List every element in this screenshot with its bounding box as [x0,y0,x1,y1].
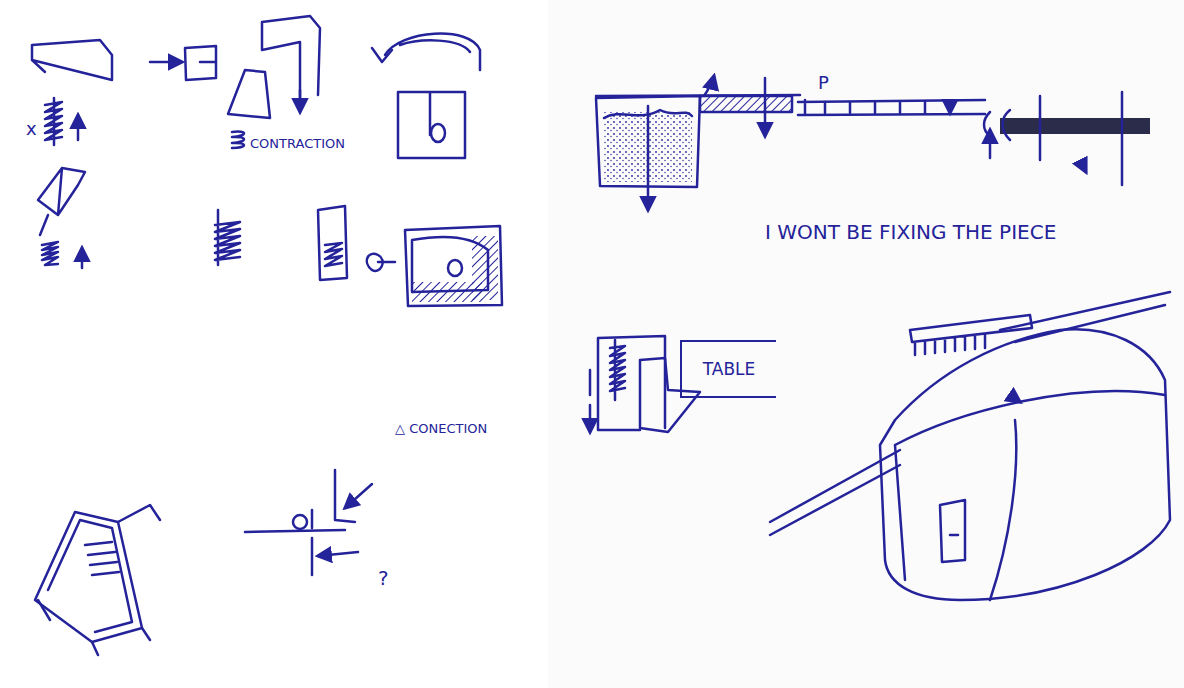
device-edges [895,391,1165,600]
support-arrow [989,130,992,158]
pin-symbol [431,124,445,142]
double-arrow [589,370,592,432]
hook-piece [262,16,320,105]
spring-rod [215,210,240,265]
small-spring [232,132,244,148]
clamp-frame [598,336,665,430]
board-legs [38,505,160,655]
pointer-arrow [318,552,358,556]
dark-bar [1000,118,1150,134]
angled-piece [38,168,85,235]
joint-circle [293,515,307,529]
block-piece [185,46,216,80]
rotation-arrow [704,76,714,96]
handwritten-note: ? [378,568,389,588]
sketch-box: TABLE [680,340,776,398]
key-symbol [367,254,395,271]
small-arrow [1010,395,1020,402]
handwritten-note: x [26,120,37,138]
ink-strokes [32,16,1170,655]
box-label: TABLE [703,359,756,379]
device-body [880,329,1170,600]
mechanism-box [405,226,502,306]
arch-piece [385,34,480,70]
brush-tool [910,315,1032,355]
spring-symbol [45,98,62,145]
pointer-arrow [345,484,372,508]
spring-symbol [610,340,625,400]
handwritten-note: P [818,74,829,92]
connection-lines [245,470,355,575]
handwritten-note: △ CONECTION [395,422,487,435]
up-arrow [81,248,84,268]
curve-arrow [372,48,392,62]
hatched-beam [700,96,792,112]
support-rod [1000,292,1170,342]
joint-curve [1003,110,1011,140]
pin-symbol [448,260,462,276]
hatched-area [412,282,482,302]
channel-piece [32,40,112,80]
tilted-board [35,512,142,642]
spring-symbol [42,242,58,265]
handwritten-note: CONTRACTION [250,137,345,150]
down-arrow [299,90,302,112]
loaded-beam [798,100,990,136]
trapezoid-piece [228,70,270,118]
handwritten-note: I WONT BE FIXING THE PIECE [765,222,1056,242]
weight-arrow [647,106,650,210]
wedge-piece [640,358,700,432]
spring-housing [318,206,347,280]
right-sheet [548,0,1184,688]
load-arrows [825,102,950,113]
up-arrow [77,115,80,140]
double-arrow [1040,92,1122,185]
push-arrow [150,61,182,64]
double-arrow [764,78,767,136]
housing-box [398,92,465,158]
device-handle [940,500,965,562]
beam-line [596,95,800,96]
